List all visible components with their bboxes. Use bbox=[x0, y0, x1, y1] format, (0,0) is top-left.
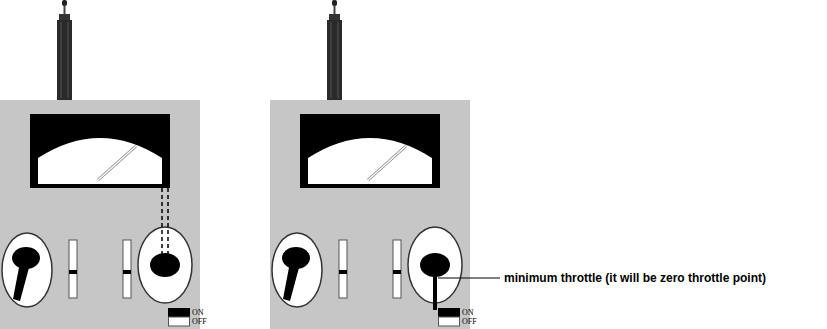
switch-label: OFF bbox=[192, 317, 207, 326]
callout-note: minimum throttle (it will be zero thrott… bbox=[504, 271, 766, 285]
switch-label: ON bbox=[192, 308, 204, 317]
switch-label: OFF bbox=[462, 317, 477, 326]
switch-label: ON bbox=[462, 308, 474, 317]
